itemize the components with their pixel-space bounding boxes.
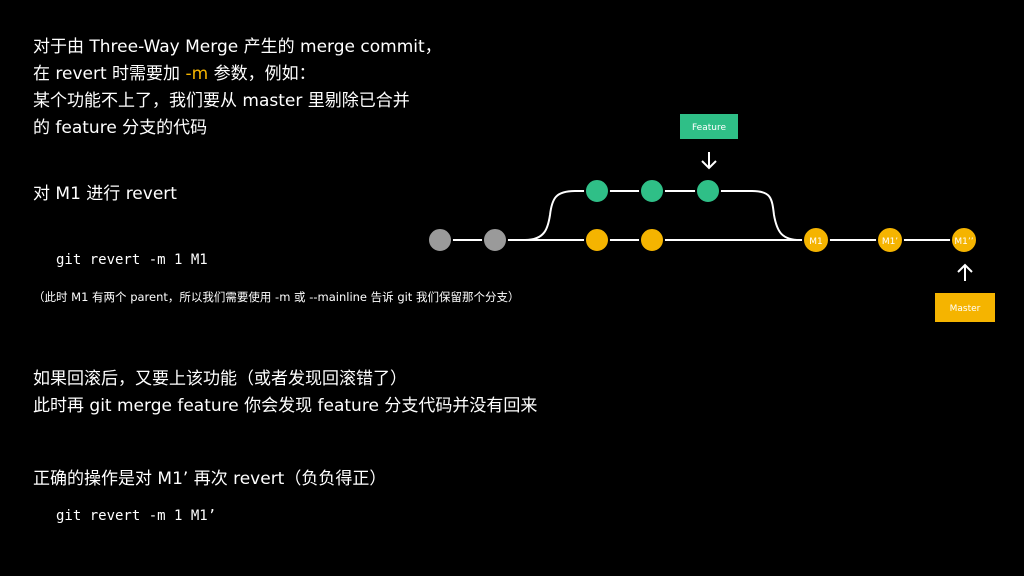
intro-line-2-prefix: 在 revert 时需要加 (33, 64, 186, 84)
arrow-up-icon (957, 263, 973, 281)
feature-commit-2 (639, 178, 665, 204)
remerge-line-2: 此时再 git merge feature 你会发现 feature 分支代码并… (33, 396, 538, 416)
intro-line-4: 的 feature 分支的代码 (33, 118, 208, 138)
master-commit-1 (584, 227, 610, 253)
intro-line-1: 对于由 Three-Way Merge 产生的 merge commit， (33, 37, 442, 57)
remerge-paragraph: 如果回滚后，又要上该功能（或者发现回滚错了） 此时再 git merge fea… (33, 366, 537, 420)
mainline-note: （此时 M1 有两个 parent，所以我们需要使用 -m 或 --mainli… (33, 290, 520, 304)
revert-m1-heading: 对 M1 进行 revert (33, 184, 177, 204)
feature-commit-1 (584, 178, 610, 204)
m-flag-highlight: -m (185, 64, 209, 84)
revert-m1-command: git revert -m 1 M1 (56, 252, 208, 268)
master-commit-2 (639, 227, 665, 253)
commit-m1-double-prime-label: M1’’ (954, 237, 973, 247)
intro-paragraph: 对于由 Three-Way Merge 产生的 merge commit， 在 … (33, 34, 442, 142)
intro-line-3: 某个功能不上了，我们要从 master 里剔除已合并 (33, 91, 410, 111)
arrow-down-icon (701, 152, 717, 170)
remerge-line-1: 如果回滚后，又要上该功能（或者发现回滚错了） (33, 369, 407, 389)
feature-tag (680, 114, 738, 139)
commit-m1 (802, 226, 830, 254)
intro-line-2: 在 revert 时需要加 -m 参数，例如： (33, 61, 442, 88)
commit-m1-double-prime (950, 226, 978, 254)
revert-m1-prime-heading: 正确的操作是对 M1’ 再次 revert（负负得正） (33, 469, 387, 489)
commit-m1-label: M1 (809, 237, 823, 247)
master-tag (935, 293, 995, 322)
feature-commit-3 (695, 178, 721, 204)
commit-m1-prime (876, 226, 904, 254)
revert-m1-prime-command: git revert -m 1 M1’ (56, 508, 217, 524)
feature-tag-label: Feature (692, 123, 726, 133)
base-commit-1 (427, 227, 453, 253)
intro-line-2-suffix: 参数，例如： (208, 64, 316, 84)
master-tag-label: Master (950, 304, 981, 314)
base-commit-2 (482, 227, 508, 253)
commit-m1-prime-label: M1’ (882, 237, 898, 247)
